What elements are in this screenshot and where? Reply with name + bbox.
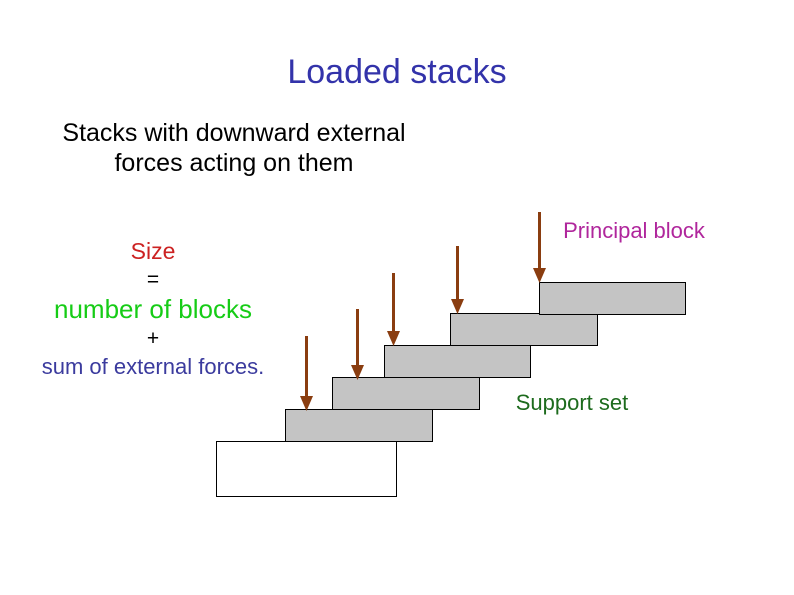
support-set-label: Support set xyxy=(515,390,629,415)
formula-term-size: Size xyxy=(130,238,176,264)
principal-block-label: Principal block xyxy=(563,218,705,243)
size-formula: Size = number of blocks + sum of externa… xyxy=(22,237,284,381)
intro-paragraph: Stacks with downward external forces act… xyxy=(62,119,406,177)
support-block-2 xyxy=(332,377,480,410)
base-block xyxy=(216,441,397,497)
formula-term-sum-of-external-forces: sum of external forces. xyxy=(41,354,265,379)
support-block-4 xyxy=(450,313,598,346)
formula-operator-equals: = xyxy=(146,268,160,291)
support-block-3 xyxy=(384,345,531,378)
force-arrow-4 xyxy=(450,246,464,314)
principal-block xyxy=(539,282,686,315)
formula-operator-plus: + xyxy=(146,327,160,350)
formula-term-blocks: number of blocks xyxy=(54,294,252,324)
force-arrow-1 xyxy=(299,336,313,411)
force-arrow-5 xyxy=(532,212,546,283)
force-arrow-3 xyxy=(386,273,400,346)
force-arrow-2 xyxy=(350,309,364,380)
support-block-1 xyxy=(285,409,433,442)
page-title: Loaded stacks xyxy=(287,53,507,91)
